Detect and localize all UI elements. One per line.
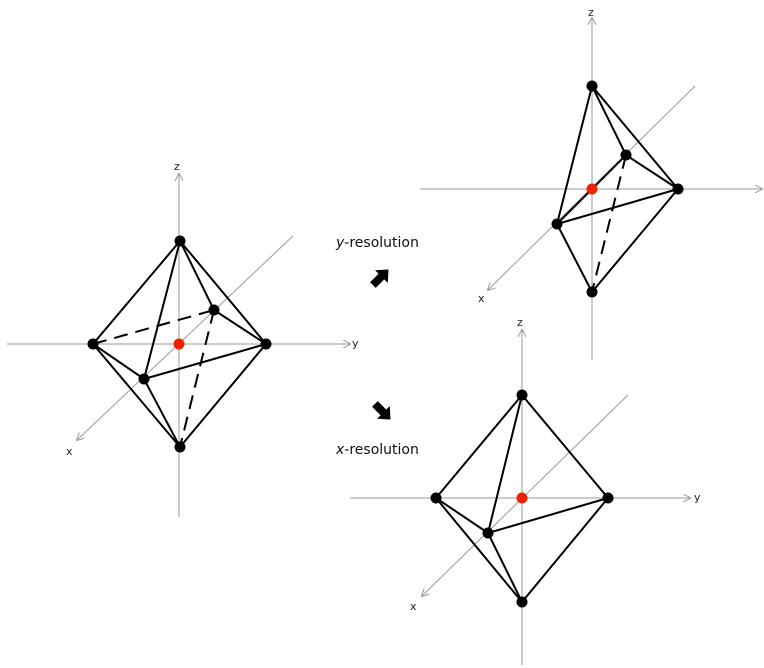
octahedron-y-resolution: z x — [420, 6, 762, 360]
axes-y-resolution: z x — [420, 6, 762, 360]
y-resolution-label: y-resolution — [335, 235, 419, 251]
edges-x-resolution — [435, 394, 609, 603]
axes-original: y z x — [7, 160, 359, 517]
vertices-y-resolution — [551, 80, 684, 298]
z-axis-label: z — [588, 6, 594, 19]
x-axis-label: x — [478, 292, 485, 305]
y-axis-label: y — [694, 491, 701, 504]
edges-y-resolution — [556, 85, 679, 293]
center-point — [586, 183, 598, 195]
vertices-original — [87, 235, 272, 453]
x-axis-label: x — [410, 600, 417, 613]
center-point — [173, 338, 185, 350]
arrow-icon — [370, 269, 389, 288]
z-axis-label: z — [174, 160, 180, 173]
x-axis — [77, 235, 294, 440]
edges-original — [92, 240, 267, 448]
y-axis-label: y — [352, 337, 359, 350]
axes-x-resolution: y z x — [350, 316, 701, 665]
octahedron-x-resolution: y z x — [350, 316, 701, 665]
center-point — [516, 492, 528, 504]
octahedron-original: y z x — [7, 160, 359, 517]
vertices-x-resolution — [430, 389, 614, 608]
x-axis-label: x — [66, 445, 73, 458]
z-axis-label: z — [517, 316, 523, 329]
x-resolution-label: x-resolution — [335, 442, 419, 458]
arrow-icon — [372, 401, 391, 420]
